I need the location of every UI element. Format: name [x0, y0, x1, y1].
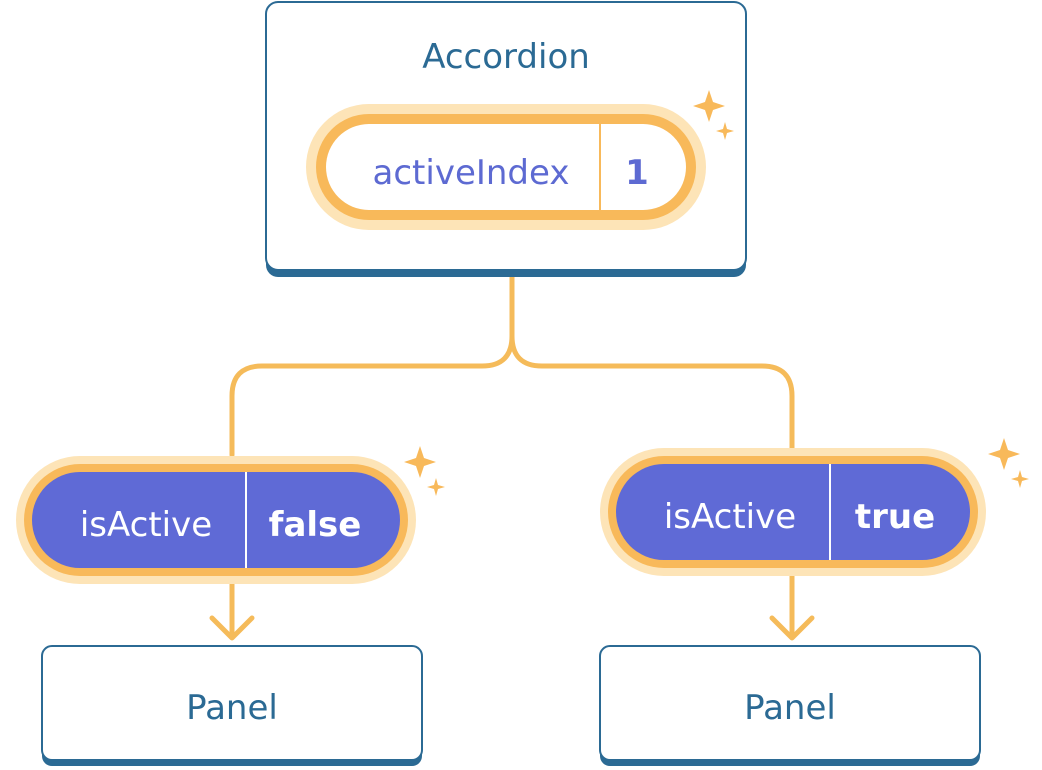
is-active-false-prop-pill: isActive false	[16, 456, 416, 584]
panel-node-left: Panel	[41, 645, 423, 766]
prop-key-label: isActive	[80, 505, 212, 545]
state-value-label: 1	[625, 153, 649, 193]
connector-root-right	[509, 333, 795, 451]
sparkle-icon	[693, 90, 734, 140]
panel-title: Panel	[744, 688, 836, 728]
active-index-state-pill: activeIndex 1	[306, 104, 706, 230]
is-active-true-prop-pill: isActive true	[600, 448, 986, 576]
state-key-label: activeIndex	[373, 153, 570, 193]
prop-key-label: isActive	[664, 497, 796, 537]
sparkle-icon	[988, 438, 1029, 488]
panel-title: Panel	[186, 688, 278, 728]
arrow-down-icon	[769, 615, 815, 641]
sparkle-icon	[404, 446, 445, 496]
connector-root-trunk	[229, 273, 515, 458]
prop-value-label: false	[269, 505, 362, 545]
arrow-down-icon	[209, 615, 255, 641]
accordion-node: Accordion activeIndex 1	[265, 1, 747, 277]
accordion-title: Accordion	[422, 37, 590, 77]
tree-connectors	[209, 273, 815, 641]
prop-value-label: true	[855, 497, 935, 537]
panel-node-right: Panel	[599, 645, 981, 766]
